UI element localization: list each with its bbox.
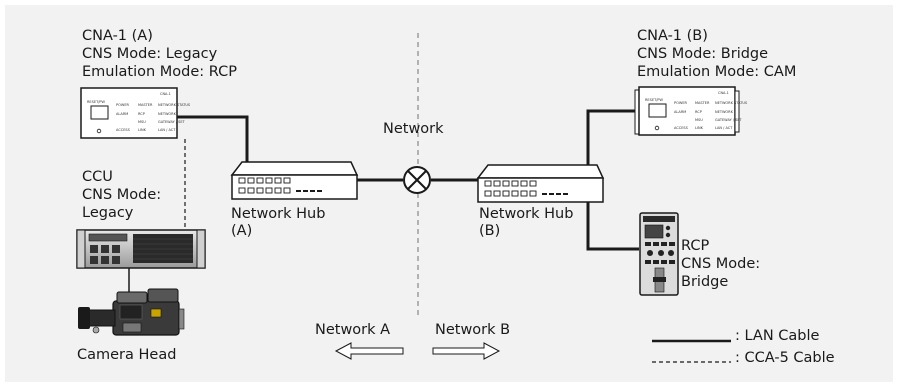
cna-b-emulation-mode: Emulation Mode: CAM bbox=[637, 64, 797, 80]
cna-b-led-rcp: RCP bbox=[695, 110, 702, 114]
cna-a-cns-mode: CNS Mode: Legacy bbox=[82, 46, 218, 62]
cna-a-led-link: LINK bbox=[138, 128, 147, 132]
cna-b-net-lan: LAN / ACT bbox=[715, 126, 733, 130]
cna-a-led-power: POWER bbox=[116, 103, 130, 107]
cna-a-led-msu: MSU bbox=[138, 120, 146, 124]
cna-a-name: CNA-1 (A) bbox=[82, 28, 153, 44]
legend-cca5-label: : CCA-5 Cable bbox=[735, 350, 835, 366]
ccu-cns-value: Legacy bbox=[82, 205, 134, 221]
hub-b-label: Network Hub bbox=[479, 206, 574, 222]
camera-head-label: Camera Head bbox=[77, 347, 177, 363]
cna-a-led-alarm: ALARM bbox=[116, 112, 128, 116]
network-label: Network bbox=[383, 121, 444, 137]
arrow-network-b bbox=[432, 342, 501, 360]
network-b-label: Network B bbox=[435, 322, 511, 338]
network-hub-b bbox=[476, 164, 605, 203]
rcp-cns-value: Bridge bbox=[681, 274, 729, 290]
network-a-label: Network A bbox=[315, 322, 391, 338]
legend-lan-label: : LAN Cable bbox=[735, 328, 820, 344]
cna-b-model-label: CNA-1 bbox=[718, 91, 729, 95]
hub-a-sublabel: (A) bbox=[231, 223, 253, 239]
lan-cables bbox=[176, 109, 639, 251]
cna-b-reset-label: RESET/PW bbox=[645, 98, 664, 102]
cna-b-device: RESET/PW CNA-1 POWER ALARM ACCESS MASTER… bbox=[634, 86, 748, 136]
arrow-network-a bbox=[334, 342, 404, 360]
cna-b-net-gateway: GATEWAY / SET bbox=[715, 118, 743, 122]
cna-b-net-status: NETWORK STATUS bbox=[715, 101, 748, 105]
cna-b-led-power: POWER bbox=[674, 101, 688, 105]
cna-a-led-rcp: RCP bbox=[138, 112, 145, 116]
cna-b-led-alarm: ALARM bbox=[674, 110, 686, 114]
cna-a-led-master: MASTER bbox=[138, 103, 153, 107]
cna-a-net-network: NETWORK bbox=[158, 112, 177, 116]
cna-a-device: RESET/PW CNA-1 POWER ALARM ACCESS MASTER… bbox=[80, 87, 191, 139]
cna-b-net-network: NETWORK bbox=[715, 110, 734, 114]
cna-b-led-access: ACCESS bbox=[674, 126, 689, 130]
cna-a-net-status: NETWORK STATUS bbox=[158, 103, 191, 107]
hub-a-label: Network Hub bbox=[231, 206, 326, 222]
network-symbol bbox=[403, 166, 431, 194]
cna-a-model-label: CNA-1 bbox=[160, 92, 171, 96]
cna-a-reset-label: RESET/PW bbox=[87, 100, 106, 104]
rcp-device bbox=[639, 212, 679, 296]
network-hub-a bbox=[230, 161, 359, 200]
rcp-label: RCP bbox=[681, 238, 710, 254]
ccu-cns-mode: CNS Mode: bbox=[82, 187, 162, 203]
cna-a-led-access: ACCESS bbox=[116, 128, 131, 132]
cna-b-led-link: LINK bbox=[695, 126, 704, 130]
connection-diagram: RESET/PW CNA-1 POWER ALARM ACCESS MASTER… bbox=[76, 33, 748, 363]
cna-a-net-gateway: GATEWAY / SET bbox=[158, 120, 186, 124]
cna-b-led-msu: MSU bbox=[695, 118, 703, 122]
cna-a-emulation-mode: Emulation Mode: RCP bbox=[82, 64, 237, 80]
camera-head-device bbox=[78, 288, 185, 336]
hub-b-sublabel: (B) bbox=[479, 223, 501, 239]
rcp-cns-mode: CNS Mode: bbox=[681, 256, 761, 272]
cna-b-cns-mode: CNS Mode: Bridge bbox=[637, 46, 769, 62]
cna-b-led-master: MASTER bbox=[695, 101, 710, 105]
cna-b-name: CNA-1 (B) bbox=[637, 28, 708, 44]
cna-a-net-lan: LAN / ACT bbox=[158, 128, 176, 132]
diagram-canvas: RESET/PW CNA-1 POWER ALARM ACCESS MASTER… bbox=[5, 5, 893, 382]
ccu-device bbox=[76, 229, 206, 269]
ccu-label: CCU bbox=[82, 169, 113, 185]
